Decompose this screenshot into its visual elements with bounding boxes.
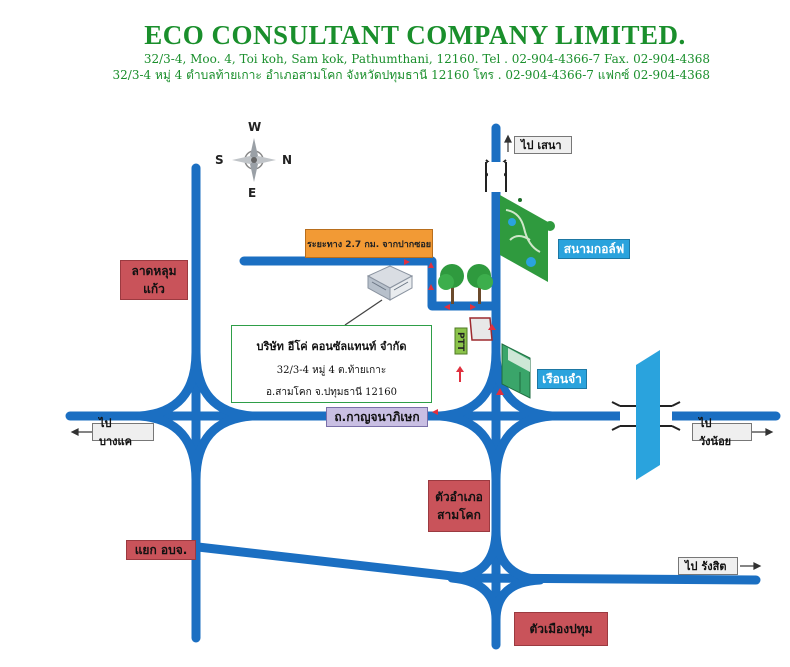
label-to-bang-khae: ไป บางแค [92,417,154,448]
route-markers [404,259,504,415]
interchange-left-loops [135,347,257,485]
interchange-lower-loops [447,525,545,625]
label-amphoe-sam-khok: ตัวอำเภอ สามโคก [428,480,490,532]
label-lat-lum-kaeo: ลาดหลุม แก้ว [120,260,188,300]
label-distance: ระยะทาง 2.7 กม. จากปากซอย [305,229,433,258]
company-name-thai: บริษัท อีโค่ คอนซัลแทนท์ จำกัด [256,340,407,353]
company-name: ECO CONSULTANT COMPANY LIMITED. [144,20,686,50]
compass-letter-right: N [282,153,293,167]
label-to-wang-noi: ไป วังน้อย [692,417,752,448]
direction-arrows [70,134,774,570]
label-to-rangsit: ไป รังสิต [678,557,738,575]
road-company-soi [239,256,501,311]
label-yaek-obj: แยก อบจ. [126,540,196,560]
label-mueang-pathum: ตัวเมืองปทุม [514,612,608,646]
compass-letter-left: S [215,153,224,167]
prison-building [501,343,531,399]
company-info-box: บริษัท อีโค่ คอนซัลแทนท์ จำกัด 32/3-4 หม… [231,325,432,403]
compass-letter-bottom: E [248,186,257,200]
trees-icon [438,264,493,304]
address-english: 32/3-4, Moo. 4, Toi koh, Sam kok, Pathum… [143,52,710,66]
company-building-icon [366,265,414,301]
company-address-line1: 32/3-4 หมู่ 4 ต.ท้ายเกาะ [276,365,387,376]
golf-course-area [500,195,555,282]
address-thai: 32/3-4 หมู่ 4 ตำบลท้ายเกาะ อำเภอสามโคก จ… [112,68,710,82]
label-road-kanchanaphisek: ถ.กาญจนาภิเษก [326,407,428,427]
ptt-station [454,317,493,355]
river [636,350,660,480]
pointer-line [344,299,383,326]
compass-icon [232,138,276,182]
label-ptt: PTT [455,332,465,352]
label-golf-course: สนามกอล์ฟ [558,239,630,259]
company-address-line2: อ.สามโคก จ.ปทุมธานี 12160 [266,387,397,398]
label-prison: เรือนจำ [537,369,587,389]
compass-letter-top: W [248,120,262,134]
label-to-sena: ไป เสนา [514,136,572,154]
interchange-right-loops [435,347,557,485]
